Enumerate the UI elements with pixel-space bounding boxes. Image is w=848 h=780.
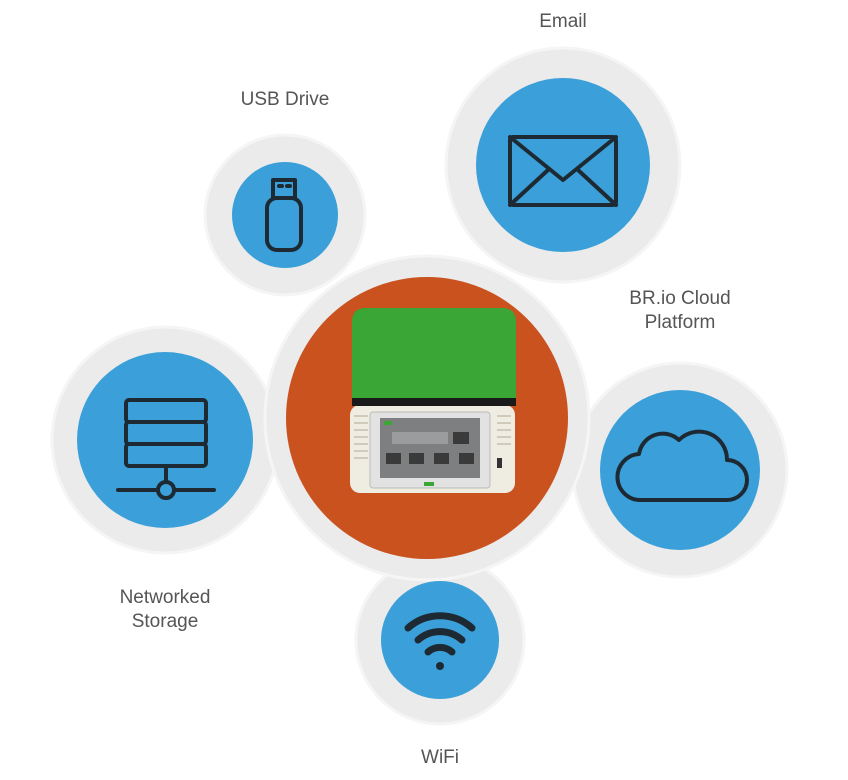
cloud-label-line2: Platform — [644, 312, 716, 333]
wifi-node — [381, 581, 499, 699]
usb-drive-icon — [265, 178, 303, 252]
instrument-device-image — [350, 308, 516, 493]
wifi-icon — [404, 612, 476, 670]
storage-label: Networked Storage — [120, 586, 211, 634]
email-label: Email — [539, 11, 587, 32]
storage-node — [77, 352, 253, 528]
wifi-label: WiFi — [421, 747, 459, 768]
usb-node — [232, 162, 338, 268]
email-node — [476, 78, 650, 252]
storage-label-line2: Storage — [131, 611, 199, 632]
cloud-label: BR.io Cloud Platform — [629, 287, 730, 335]
cloud-icon — [615, 429, 749, 503]
server-icon — [116, 398, 216, 500]
storage-label-line1: Networked — [119, 587, 211, 608]
cloud-label-line1: BR.io Cloud — [629, 288, 731, 309]
usb-drive-label: USB Drive — [240, 89, 330, 110]
envelope-icon — [508, 135, 618, 207]
cloud-node — [600, 390, 760, 550]
